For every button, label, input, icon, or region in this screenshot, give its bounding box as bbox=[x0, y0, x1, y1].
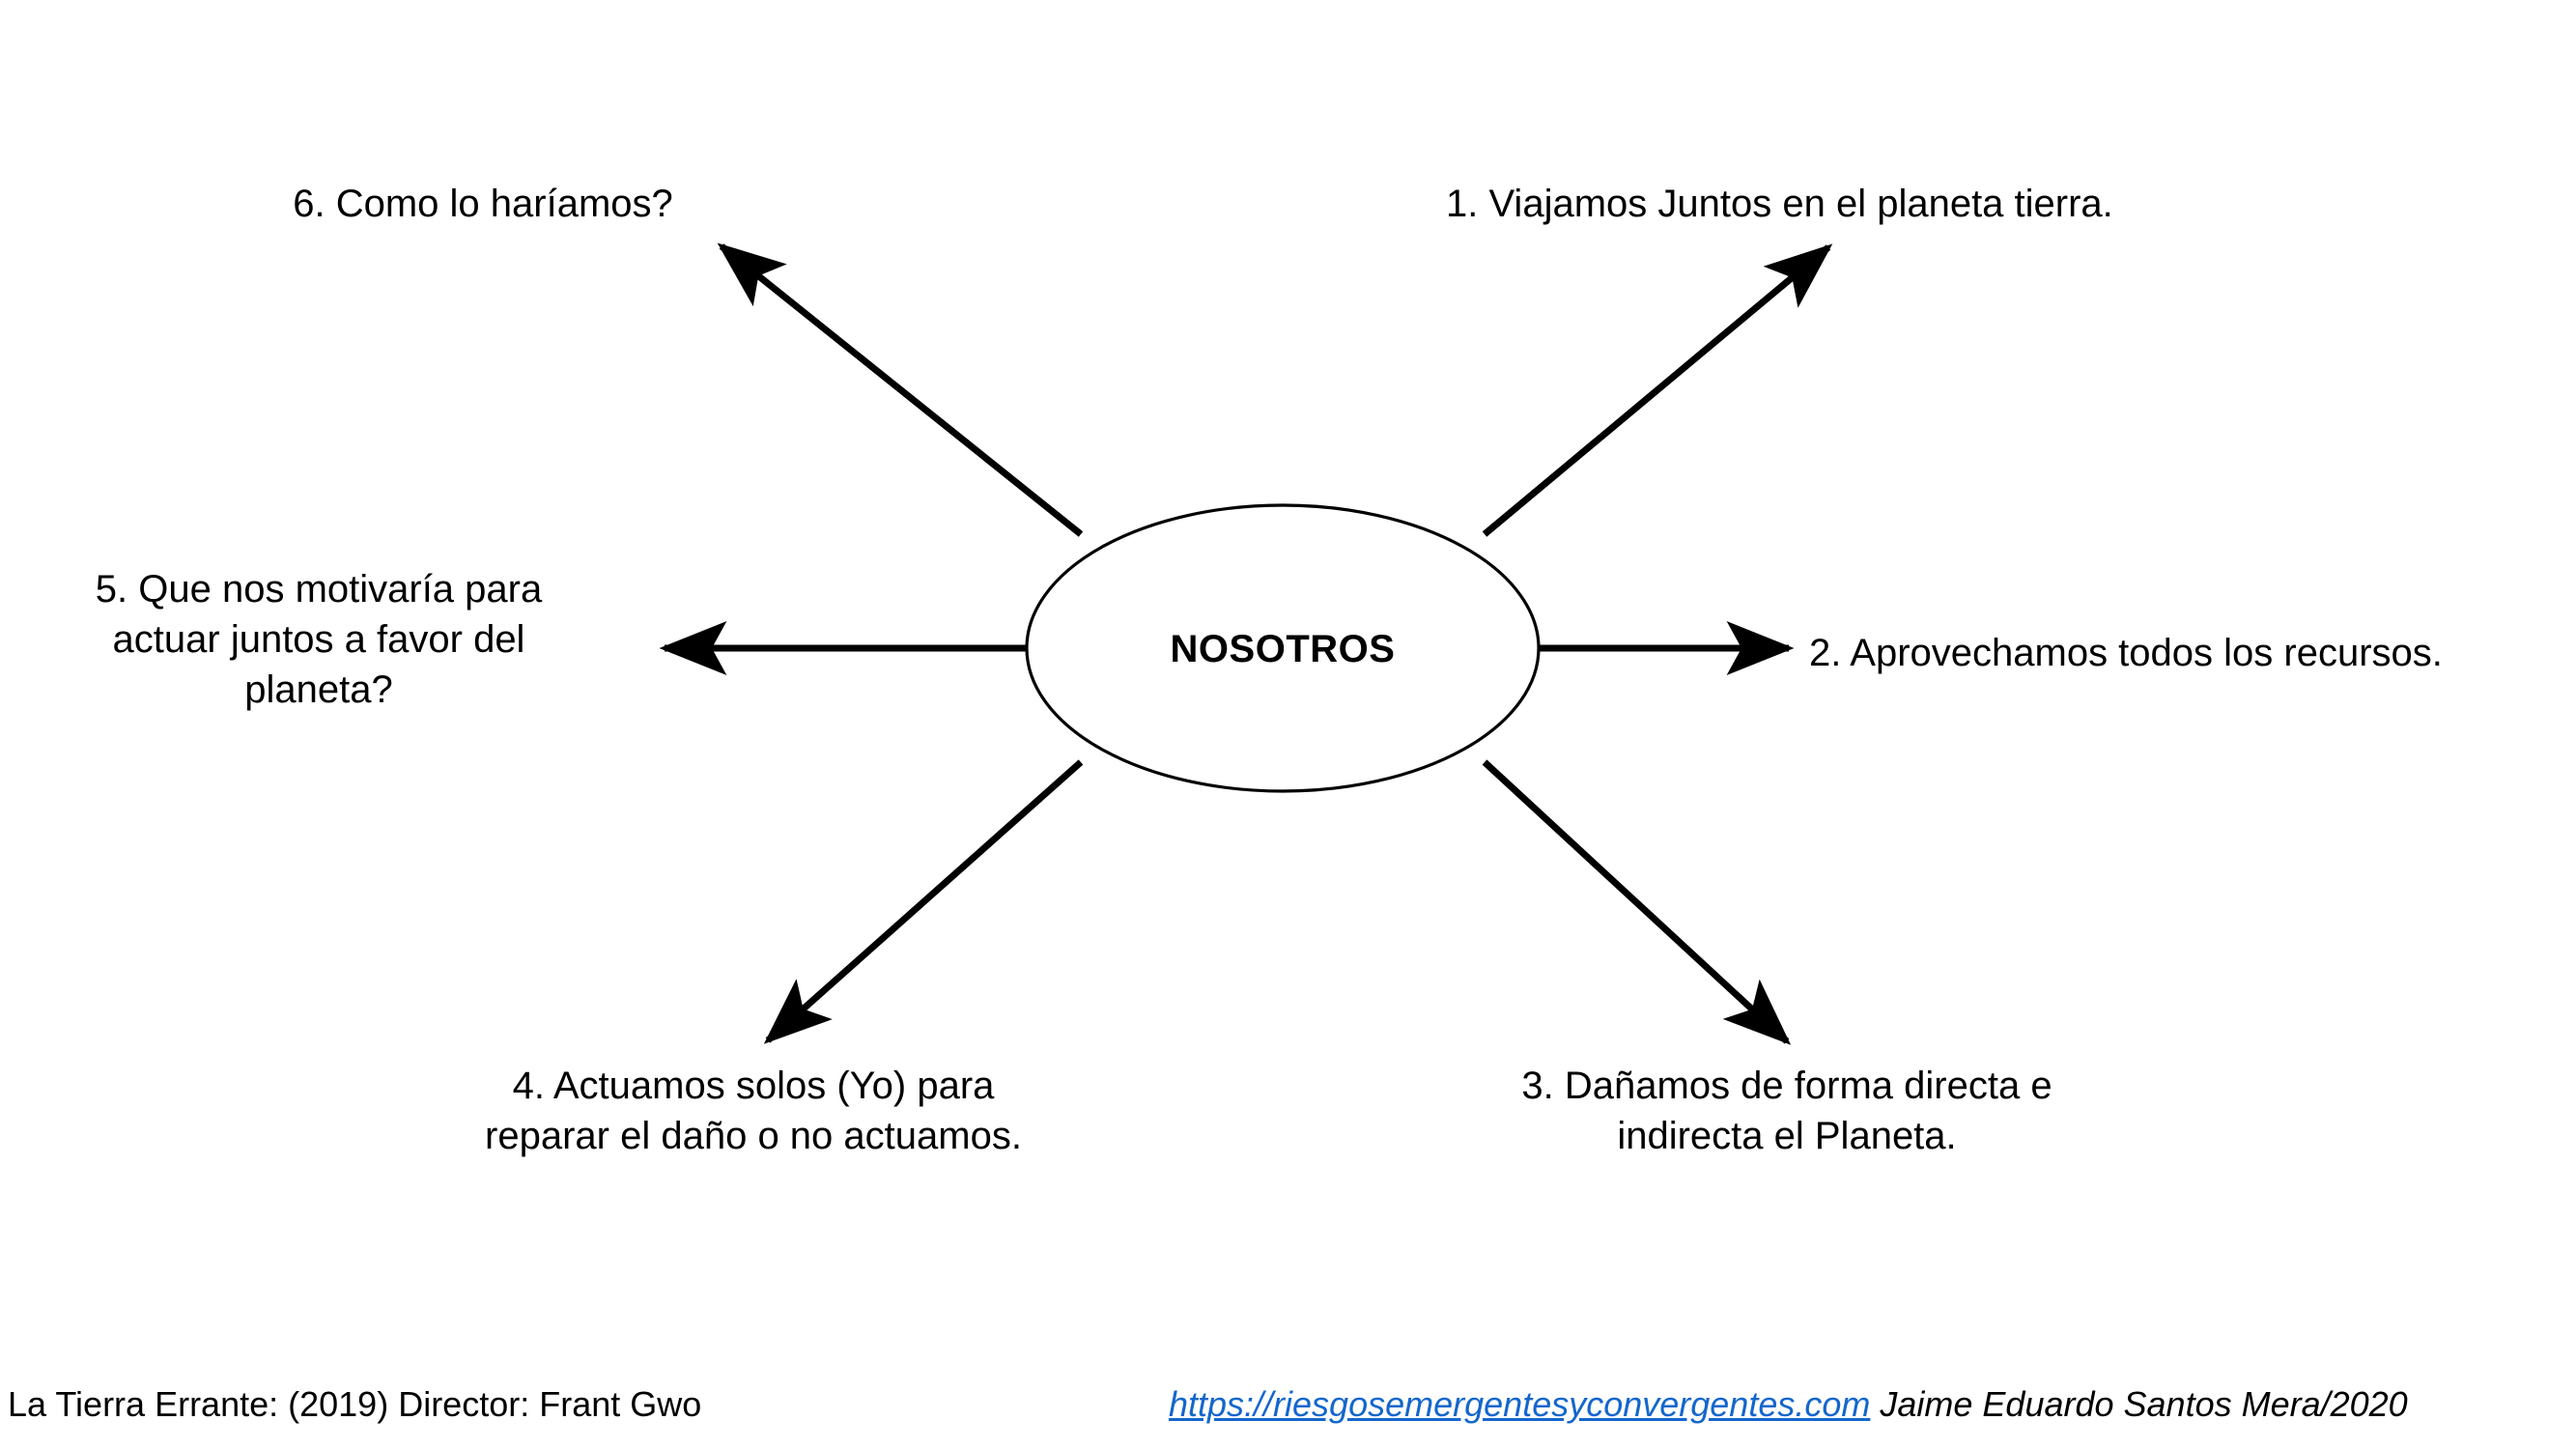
branch-label-6: 6. Como lo haríamos? bbox=[293, 183, 673, 225]
footer-source-text: La Tierra Errante: (2019) Director: Fran… bbox=[8, 1384, 702, 1424]
branch-label-1: 1. Viajamos Juntos en el planeta tierra. bbox=[1446, 183, 2113, 225]
arrow-branch-4 bbox=[763, 759, 1084, 1044]
branch-label-4: 4. Actuamos solos (Yo) para reparar el d… bbox=[485, 1065, 1022, 1157]
arrow-branch-3 bbox=[1482, 759, 1792, 1045]
arrow-branch-1 bbox=[1482, 243, 1833, 537]
center-node-ellipse[interactable] bbox=[1025, 503, 1541, 793]
branch-label-5: 5. Que nos motivaría para actuar juntos … bbox=[95, 568, 543, 711]
author-credit: Jaime Eduardo Santos Mera/2020 bbox=[1880, 1384, 2408, 1424]
branch-label-3: 3. Dañamos de forma directa e indirecta … bbox=[1521, 1065, 2052, 1157]
arrow-branch-6 bbox=[717, 242, 1084, 537]
center-node-label: NOSOTROS bbox=[1170, 628, 1396, 670]
branch-label-2: 2. Aprovechamos todos los recursos. bbox=[1809, 632, 2443, 674]
source-link[interactable]: https://riesgosemergentesyconvergentes.c… bbox=[1169, 1384, 1871, 1424]
footer-attribution: https://riesgosemergentesyconvergentes.c… bbox=[1169, 1383, 2408, 1425]
